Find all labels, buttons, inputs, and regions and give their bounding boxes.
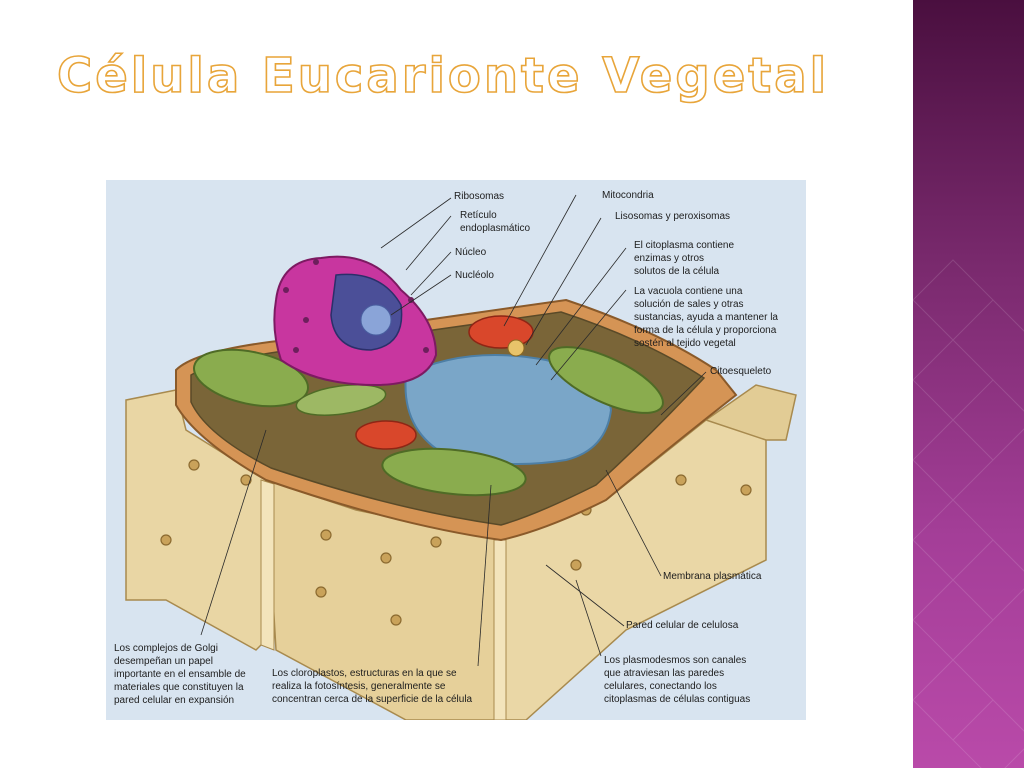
label-nucleo: Núcleo xyxy=(455,247,487,258)
label-pared-celular: Pared celular de celulosa xyxy=(626,620,739,631)
label-mitocondria: Mitocondria xyxy=(602,190,654,201)
diamond-pattern xyxy=(913,259,1024,768)
label-vacuola: La vacuola contiene una solución de sale… xyxy=(634,286,778,349)
label-lisosomas-peroxisomas: Lisosomas y peroxisomas xyxy=(615,211,731,222)
nucleus-group xyxy=(273,255,438,387)
label-citoplasma: El citoplasma contiene enzimas y otros s… xyxy=(634,240,735,277)
label-citoesqueleto: Citoesqueleto xyxy=(710,366,772,377)
slide-title: Célula Eucarionte Vegetal xyxy=(56,47,830,105)
cell-wall xyxy=(125,384,797,720)
plant-cell-figure: Ribosomas Retículo endoplasmático Núcleo… xyxy=(106,180,806,720)
mitochondria xyxy=(355,315,534,450)
label-golgi: Los complejos de Golgi desempeñan un pap… xyxy=(114,643,246,706)
leader-lines xyxy=(200,194,707,667)
decorative-sidebar xyxy=(913,0,1024,768)
label-membrana-plasmatica: Membrana plasmática xyxy=(663,571,762,582)
chloroplasts xyxy=(193,346,664,497)
label-ribosomas: Ribosomas xyxy=(454,191,505,202)
label-reticulo-endoplasmatico: Retículo endoplasmático xyxy=(460,210,531,234)
label-plasmodesmos: Los plasmodesmos son canales que atravie… xyxy=(604,655,751,705)
label-cloroplastos: Los cloroplastos, estructuras en la que … xyxy=(272,668,473,705)
label-nucleolo: Nucléolo xyxy=(455,270,494,281)
plant-cell-illustration xyxy=(125,194,797,720)
